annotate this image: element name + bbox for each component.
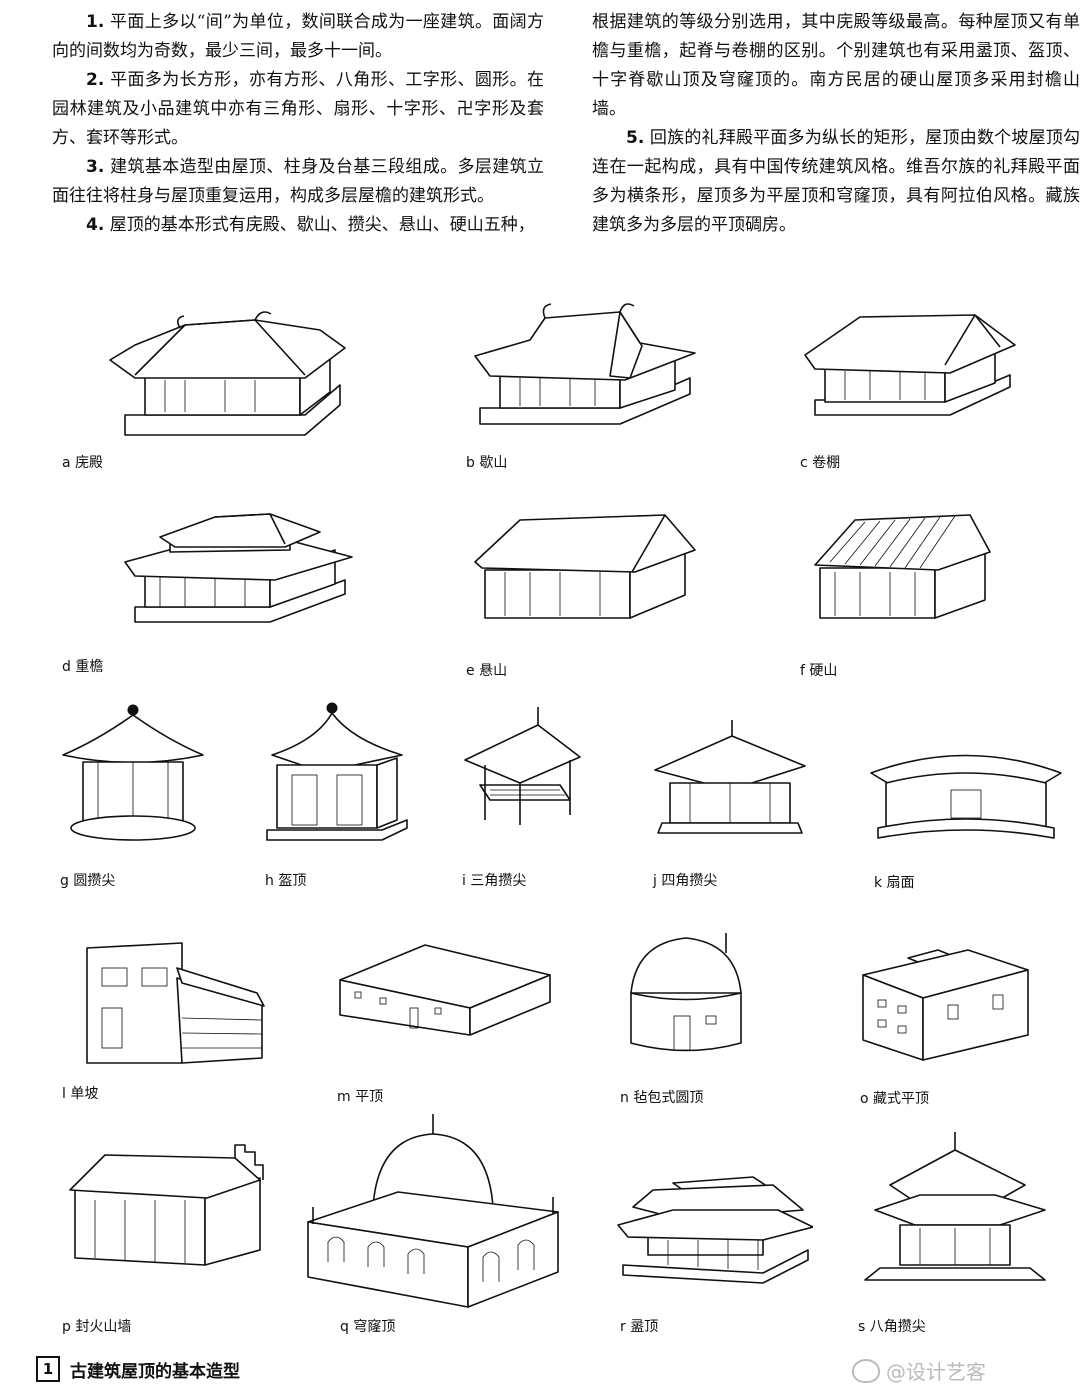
caption-n: n 毡包式圆顶: [620, 1090, 704, 1106]
caption-h: h 盔顶: [265, 873, 307, 889]
figure-m-flat-roof: [335, 940, 555, 1040]
caption-d: d 重檐: [62, 659, 104, 675]
fan-roof-drawing: [870, 754, 1062, 839]
caption-k: k 扇面: [874, 875, 915, 891]
figure-n-yurt: [626, 928, 746, 1058]
figure-d-double-eave: [120, 492, 360, 642]
caption-s: s 八角攒尖: [858, 1319, 926, 1335]
dome-drawing: [307, 1114, 559, 1308]
figure-q-dome: [298, 1112, 568, 1312]
figure-j-square-pavilion: [650, 718, 810, 848]
figure-i-triangle-pavilion: [460, 705, 590, 835]
caption-f: f 硬山: [800, 663, 838, 679]
paragraph-2: 2. 平面多为长方形，亦有方形、八角形、工字形、圆形。在园林建筑及小品建筑中亦有…: [52, 70, 545, 148]
figure-c-round-ridge-roof: [800, 305, 1030, 445]
figure-s-octagonal-pavilion: [860, 1130, 1060, 1300]
caption-p: p 封火山墙: [62, 1319, 132, 1335]
overhang-gable-drawing: [474, 514, 696, 619]
caption-j: j 四角攒尖: [653, 873, 718, 889]
gable-hip-roof-drawing: [474, 303, 696, 425]
round-ridge-roof-drawing: [804, 314, 1016, 416]
figure-h-helmet-roof: [262, 700, 412, 850]
octagonal-pavilion-drawing: [864, 1132, 1046, 1281]
figure-title: 1 古建筑屋顶的基本造型: [36, 1356, 240, 1382]
figure-r-flat-top-hip: [613, 1165, 813, 1290]
tibetan-flat-drawing: [862, 949, 1029, 1061]
flat-roof-drawing: [339, 944, 551, 1036]
figure-k-fan-roof: [866, 738, 1066, 848]
paragraph-1: 1. 平面上多以“间”为单位，数间联合成为一座建筑。面阔方向的间数均为奇数，最少…: [52, 12, 544, 61]
figure-title-text: 古建筑屋顶的基本造型: [70, 1361, 240, 1382]
caption-q: q 穹窿顶: [340, 1319, 396, 1335]
watermark-text: @设计艺客: [886, 1360, 986, 1384]
yurt-drawing: [630, 933, 742, 1052]
figure-number-box: 1: [36, 1356, 60, 1382]
figure-l-single-slope: [82, 938, 272, 1078]
text-column-left: 1. 平面上多以“间”为单位，数间联合成为一座建筑。面阔方向的间数均为奇数，最少…: [52, 8, 544, 240]
caption-o: o 藏式平顶: [860, 1091, 930, 1107]
caption-a: a 庑殿: [62, 455, 104, 471]
hip-roof-drawing: [109, 311, 346, 436]
paragraph-5: 5. 回族的礼拜殿平面多为纵长的矩形，屋顶由数个坡屋顶勾连在一起构成，具有中国传…: [592, 128, 1080, 235]
square-pavilion-drawing: [654, 720, 806, 834]
paragraph-4-continued: 根据建筑的等级分别选用，其中庑殿等级最高。每种屋顶又有单檐与重檐，起脊与卷棚的区…: [592, 12, 1080, 119]
figure-a-hip-roof: [105, 300, 365, 450]
weibo-logo-icon: [852, 1358, 880, 1383]
paragraph-4: 4. 屋顶的基本形式有庑殿、歇山、攒尖、悬山、硬山五种，: [86, 215, 535, 235]
figure-o-tibetan-flat: [858, 940, 1033, 1070]
firewall-gable-drawing: [69, 1144, 264, 1266]
caption-c: c 卷棚: [800, 455, 841, 471]
text-column-right: 根据建筑的等级分别选用，其中庑殿等级最高。每种屋顶又有单檐与重檐，起脊与卷棚的区…: [592, 8, 1080, 240]
figure-e-overhang-gable: [470, 500, 710, 630]
caption-i: i 三角攒尖: [462, 873, 527, 889]
helmet-roof-drawing: [266, 702, 408, 841]
caption-r: r 盝顶: [620, 1319, 659, 1335]
caption-l: l 单坡: [62, 1086, 99, 1102]
caption-m: m 平顶: [337, 1089, 384, 1105]
figure-b-gable-hip-roof: [470, 298, 710, 448]
double-eave-drawing: [124, 513, 353, 623]
caption-e: e 悬山: [466, 663, 508, 679]
figure-p-firewall-gable: [65, 1140, 265, 1275]
single-slope-drawing: [86, 942, 265, 1064]
watermark: @设计艺客: [852, 1356, 986, 1385]
caption-g: g 圆攒尖: [60, 873, 116, 889]
paragraph-3: 3. 建筑基本造型由屋顶、柱身及台基三段组成。多层建筑立面往往将柱身与屋顶重复运…: [52, 157, 545, 206]
round-pavilion-drawing: [62, 704, 204, 841]
figure-g-round-pavilion: [58, 700, 208, 850]
flush-gable-drawing: [814, 514, 991, 619]
figure-f-flush-gable: [810, 510, 1000, 640]
flat-top-hip-drawing: [617, 1176, 813, 1284]
caption-b: b 歇山: [466, 455, 508, 471]
triangle-pavilion-drawing: [464, 707, 581, 825]
